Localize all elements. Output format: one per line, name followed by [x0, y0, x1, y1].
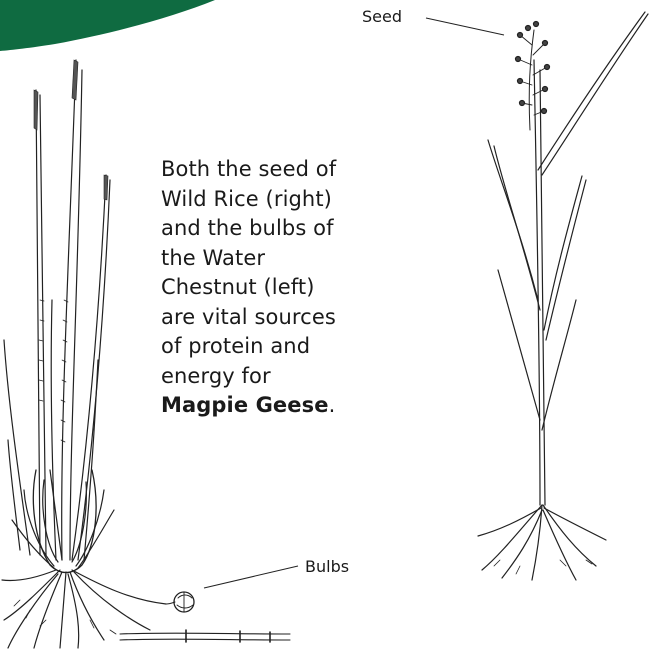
caption-line-8: energy for — [161, 362, 401, 392]
caption-line-6: are vital sources — [161, 303, 401, 333]
caption-period: . — [329, 393, 336, 417]
caption-line-9: Magpie Geese. — [161, 391, 401, 421]
caption-text: Both the seed of Wild Rice (right) and t… — [161, 155, 401, 421]
bulbs-leader-line — [204, 566, 298, 588]
caption-line-7: of protein and — [161, 332, 401, 362]
seed-leader-line — [426, 18, 504, 35]
wild-rice-illustration — [478, 12, 648, 580]
caption-line-5: Chestnut (left) — [161, 273, 401, 303]
caption-line-2: Wild Rice (right) — [161, 185, 401, 215]
caption-line-1: Both the seed of — [161, 155, 401, 185]
seed-label: Seed — [362, 7, 402, 26]
caption-line-4: the Water — [161, 244, 401, 274]
bulbs-label: Bulbs — [305, 557, 349, 576]
magpie-geese-emphasis: Magpie Geese — [161, 393, 329, 417]
caption-line-3: and the bulbs of — [161, 214, 401, 244]
